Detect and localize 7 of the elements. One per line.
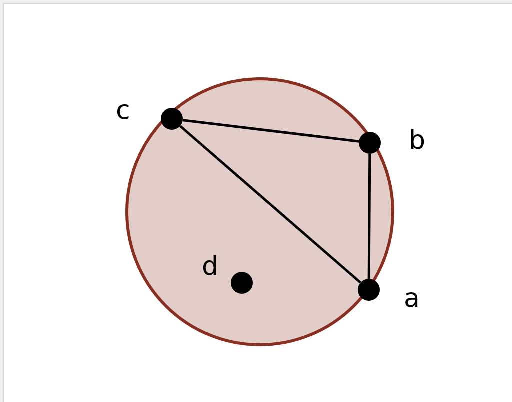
line-segment — [182, 119, 360, 143]
point-label: d — [202, 252, 219, 282]
line-segment — [179, 125, 362, 284]
point-label: c — [116, 96, 130, 126]
point-label: b — [409, 126, 426, 156]
line-segment — [368, 154, 372, 279]
point-label: a — [404, 284, 420, 314]
